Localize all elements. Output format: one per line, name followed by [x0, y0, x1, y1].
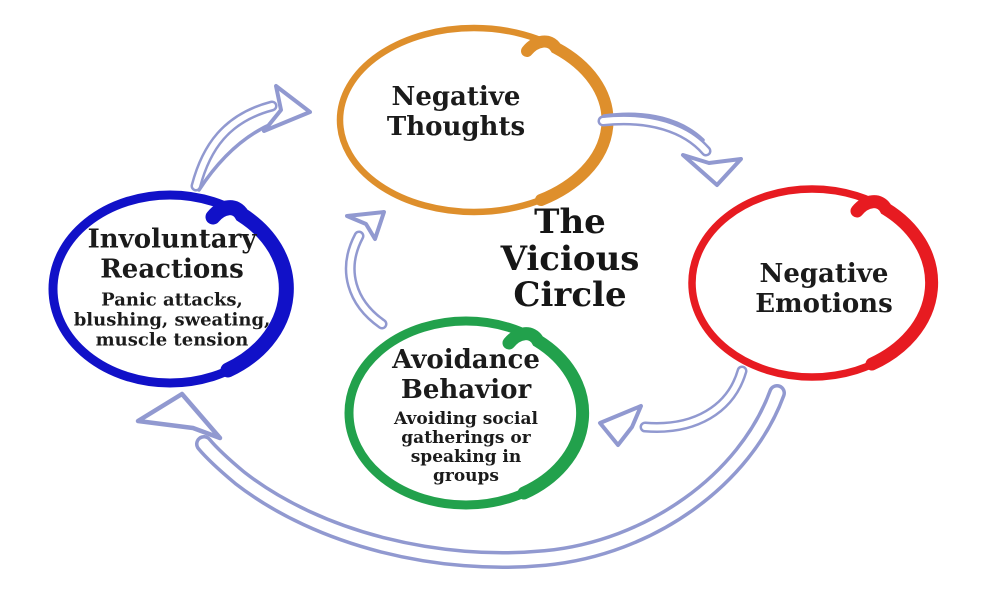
- involuntary-reactions-title: Involuntary Reactions: [87, 224, 257, 285]
- avoidance-behavior-examples: Avoiding social gatherings or speaking i…: [394, 408, 538, 486]
- arrow-ribbon: [602, 112, 705, 142]
- arrow-avoidance-to-thoughts: [344, 210, 388, 330]
- arrow-shaft-inner: [347, 233, 385, 327]
- arrowhead-icon: [345, 210, 386, 241]
- label-negative-emotions: Negative Emotions: [755, 259, 893, 319]
- arrowhead-icon: [598, 404, 643, 447]
- involuntary-reactions-circle-hook: [205, 200, 294, 378]
- arrow-emotions-to-involuntary: [135, 384, 786, 569]
- label-negative-thoughts: Negative Thoughts: [386, 82, 526, 142]
- arrow-shaft-inner: [600, 116, 709, 154]
- arrow-shaft-inner: [198, 387, 783, 566]
- arrow-ribbon: [197, 124, 269, 192]
- ring-involuntary-reactions: [48, 190, 294, 388]
- diagram-title: The Vicious Circle: [500, 201, 640, 316]
- arrow-shaft-inner: [642, 368, 745, 431]
- arrow-involuntary-to-thoughts: [190, 84, 312, 192]
- avoidance-behavior-circle-hook: [502, 327, 590, 500]
- avoidance-behavior-title: Avoidance Behavior: [392, 345, 540, 405]
- arrowhead-icon: [135, 391, 223, 441]
- negative-thoughts-circle-hook: [521, 35, 614, 206]
- ring-avoidance-behavior: [344, 316, 590, 510]
- label-avoidance-behavior: Avoidance Behavior Avoiding social gathe…: [392, 345, 540, 486]
- arrow-shaft-inner: [193, 103, 275, 189]
- arrowhead-icon: [681, 153, 743, 187]
- arrow-shaft: [190, 100, 278, 192]
- negative-emotions-circle-hook: [850, 195, 939, 371]
- ring-negative-emotions: [688, 185, 939, 381]
- arrowhead-icon: [262, 84, 312, 133]
- arrow-thoughts-to-emotions: [597, 112, 743, 187]
- label-involuntary-reactions: Involuntary Reactions Panic attacks, blu…: [73, 224, 271, 351]
- arrow-emotions-to-avoidance: [598, 365, 748, 447]
- involuntary-reactions-examples: Panic attacks, blushing, sweating, muscl…: [73, 289, 271, 351]
